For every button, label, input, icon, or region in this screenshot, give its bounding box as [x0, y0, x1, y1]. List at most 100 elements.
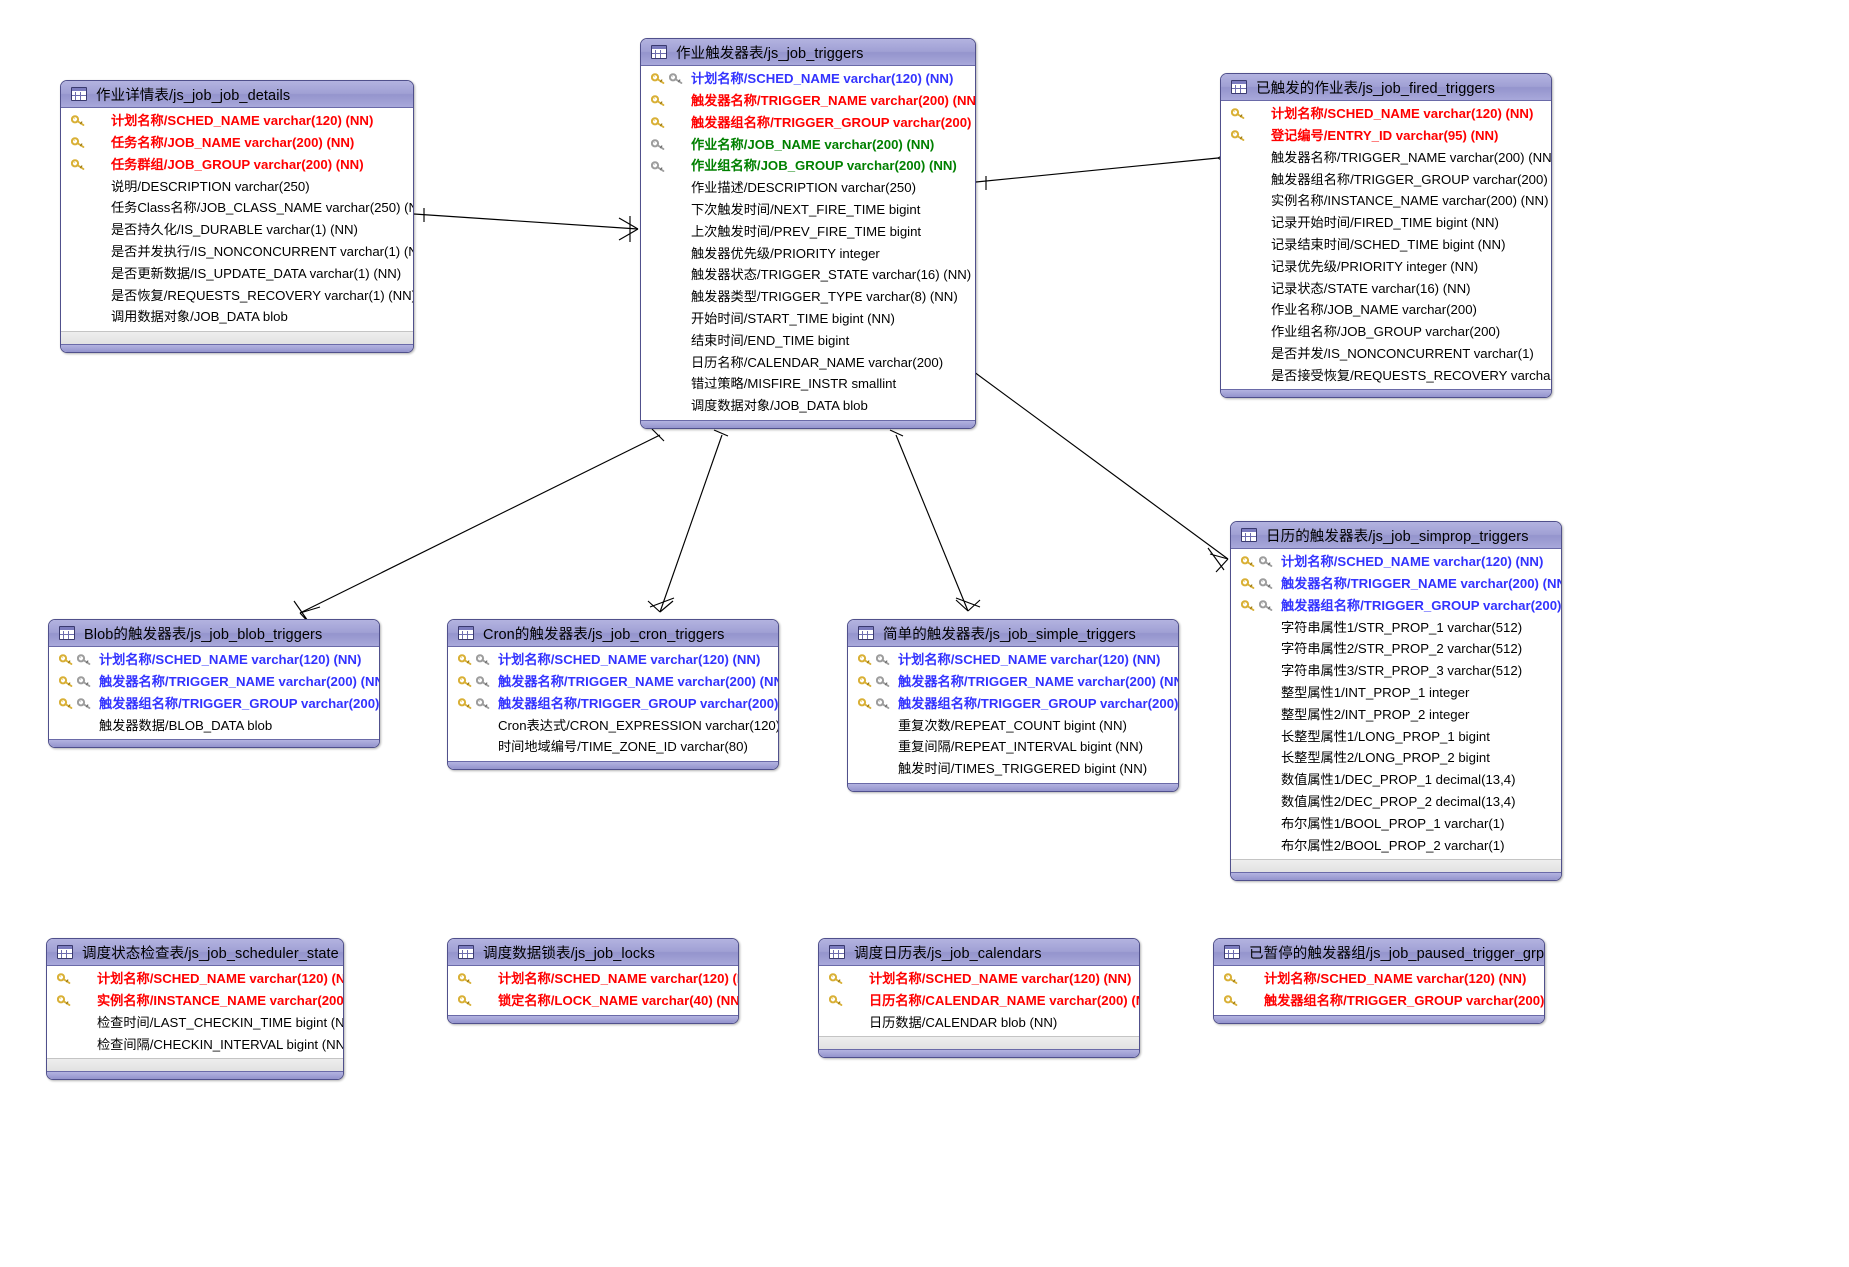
table-row-job_details-1[interactable]: 任务名称/JOB_NAME varchar(200) (NN) — [61, 132, 413, 154]
table-row-blob_triggers-2[interactable]: 触发器组名称/TRIGGER_GROUP varchar(200) (NN) — [49, 693, 379, 715]
table-row-simprop_triggers-11[interactable]: 数值属性2/DEC_PROP_2 decimal(13,4) — [1231, 791, 1561, 813]
table-row-simprop_triggers-4[interactable]: 字符串属性2/STR_PROP_2 varchar(512) — [1231, 638, 1561, 660]
table-row-job_details-5[interactable]: 是否持久化/IS_DURABLE varchar(1) (NN) — [61, 219, 413, 241]
table-row-calendars-1[interactable]: 日历名称/CALENDAR_NAME varchar(200) (NN) — [819, 990, 1139, 1012]
table-row-paused_trigger_grps-0[interactable]: 计划名称/SCHED_NAME varchar(120) (NN) — [1214, 968, 1544, 990]
table-row-fired_triggers-9[interactable]: 作业名称/JOB_NAME varchar(200) — [1221, 299, 1551, 321]
er-table-job_triggers[interactable]: 作业触发器表/js_job_triggers 计划名称/SCHED_NAME v… — [640, 38, 976, 429]
table-row-job_details-2[interactable]: 任务群组/JOB_GROUP varchar(200) (NN) — [61, 154, 413, 176]
table-row-simple_triggers-4[interactable]: 重复间隔/REPEAT_INTERVAL bigint (NN) — [848, 736, 1178, 758]
table-row-job_triggers-15[interactable]: 调度数据对象/JOB_DATA blob — [641, 395, 975, 417]
table-row-job_details-7[interactable]: 是否更新数据/IS_UPDATE_DATA varchar(1) (NN) — [61, 263, 413, 285]
table-row-simprop_triggers-13[interactable]: 布尔属性2/BOOL_PROP_2 varchar(1) — [1231, 834, 1561, 856]
table-row-blob_triggers-3[interactable]: 触发器数据/BLOB_DATA blob — [49, 714, 379, 736]
table-row-job_details-9[interactable]: 调用数据对象/JOB_DATA blob — [61, 306, 413, 328]
table-row-job_triggers-3[interactable]: 作业名称/JOB_NAME varchar(200) (NN) — [641, 133, 975, 155]
table-row-fired_triggers-3[interactable]: 触发器组名称/TRIGGER_GROUP varchar(200) (NN) — [1221, 168, 1551, 190]
er-table-blob_triggers[interactable]: Blob的触发器表/js_job_blob_triggers 计划名称/SCHE… — [48, 619, 380, 749]
table-header-paused_trigger_grps[interactable]: 已暂停的触发器组/js_job_paused_trigger_grps — [1214, 939, 1544, 966]
table-row-simprop_triggers-2[interactable]: 触发器组名称/TRIGGER_GROUP varchar(200) (NN) — [1231, 595, 1561, 617]
table-row-simprop_triggers-1[interactable]: 触发器名称/TRIGGER_NAME varchar(200) (NN) — [1231, 573, 1561, 595]
table-row-simprop_triggers-5[interactable]: 字符串属性3/STR_PROP_3 varchar(512) — [1231, 660, 1561, 682]
table-row-simprop_triggers-0[interactable]: 计划名称/SCHED_NAME varchar(120) (NN) — [1231, 551, 1561, 573]
table-row-fired_triggers-4[interactable]: 实例名称/INSTANCE_NAME varchar(200) (NN) — [1221, 190, 1551, 212]
table-row-cron_triggers-0[interactable]: 计划名称/SCHED_NAME varchar(120) (NN) — [448, 649, 778, 671]
table-row-fired_triggers-12[interactable]: 是否接受恢复/REQUESTS_RECOVERY varchar(1) — [1221, 365, 1551, 387]
table-row-simprop_triggers-7[interactable]: 整型属性2/INT_PROP_2 integer — [1231, 704, 1561, 726]
table-header-cron_triggers[interactable]: Cron的触发器表/js_job_cron_triggers — [448, 620, 778, 647]
table-row-job_triggers-0[interactable]: 计划名称/SCHED_NAME varchar(120) (NN) — [641, 68, 975, 90]
table-header-fired_triggers[interactable]: 已触发的作业表/js_job_fired_triggers — [1221, 74, 1551, 101]
er-table-job_details[interactable]: 作业详情表/js_job_job_details 计划名称/SCHED_NAME… — [60, 80, 414, 353]
table-row-cron_triggers-2[interactable]: 触发器组名称/TRIGGER_GROUP varchar(200) (NN) — [448, 693, 778, 715]
table-row-cron_triggers-1[interactable]: 触发器名称/TRIGGER_NAME varchar(200) (NN) — [448, 671, 778, 693]
table-row-simple_triggers-1[interactable]: 触发器名称/TRIGGER_NAME varchar(200) (NN) — [848, 671, 1178, 693]
table-row-paused_trigger_grps-1[interactable]: 触发器组名称/TRIGGER_GROUP varchar(200) (NN) — [1214, 990, 1544, 1012]
table-row-job_details-3[interactable]: 说明/DESCRIPTION varchar(250) — [61, 175, 413, 197]
table-row-job_details-8[interactable]: 是否恢复/REQUESTS_RECOVERY varchar(1) (NN) — [61, 284, 413, 306]
table-row-scheduler_state-3[interactable]: 检查间隔/CHECKIN_INTERVAL bigint (NN) — [47, 1033, 343, 1055]
table-row-fired_triggers-8[interactable]: 记录状态/STATE varchar(16) (NN) — [1221, 277, 1551, 299]
table-row-simprop_triggers-9[interactable]: 长整型属性2/LONG_PROP_2 bigint — [1231, 747, 1561, 769]
table-header-simprop_triggers[interactable]: 日历的触发器表/js_job_simprop_triggers — [1231, 522, 1561, 549]
table-row-blob_triggers-1[interactable]: 触发器名称/TRIGGER_NAME varchar(200) (NN) — [49, 671, 379, 693]
table-row-simprop_triggers-12[interactable]: 布尔属性1/BOOL_PROP_1 varchar(1) — [1231, 813, 1561, 835]
table-row-simprop_triggers-6[interactable]: 整型属性1/INT_PROP_1 integer — [1231, 682, 1561, 704]
table-header-scheduler_state[interactable]: 调度状态检查表/js_job_scheduler_state — [47, 939, 343, 966]
table-row-job_details-0[interactable]: 计划名称/SCHED_NAME varchar(120) (NN) — [61, 110, 413, 132]
table-row-simple_triggers-2[interactable]: 触发器组名称/TRIGGER_GROUP varchar(200) (NN) — [848, 693, 1178, 715]
table-row-job_triggers-7[interactable]: 上次触发时间/PREV_FIRE_TIME bigint — [641, 221, 975, 243]
table-row-cron_triggers-4[interactable]: 时间地域编号/TIME_ZONE_ID varchar(80) — [448, 736, 778, 758]
table-row-fired_triggers-7[interactable]: 记录优先级/PRIORITY integer (NN) — [1221, 256, 1551, 278]
table-row-job_triggers-9[interactable]: 触发器状态/TRIGGER_STATE varchar(16) (NN) — [641, 264, 975, 286]
table-row-job_triggers-8[interactable]: 触发器优先级/PRIORITY integer — [641, 242, 975, 264]
er-table-scheduler_state[interactable]: 调度状态检查表/js_job_scheduler_state 计划名称/SCHE… — [46, 938, 344, 1081]
table-row-job_triggers-12[interactable]: 结束时间/END_TIME bigint — [641, 330, 975, 352]
table-row-simple_triggers-3[interactable]: 重复次数/REPEAT_COUNT bigint (NN) — [848, 714, 1178, 736]
table-header-locks[interactable]: 调度数据锁表/js_job_locks — [448, 939, 738, 966]
table-row-fired_triggers-11[interactable]: 是否并发/IS_NONCONCURRENT varchar(1) — [1221, 343, 1551, 365]
er-table-locks[interactable]: 调度数据锁表/js_job_locks 计划名称/SCHED_NAME varc… — [447, 938, 739, 1024]
table-header-blob_triggers[interactable]: Blob的触发器表/js_job_blob_triggers — [49, 620, 379, 647]
table-row-job_triggers-4[interactable]: 作业组名称/JOB_GROUP varchar(200) (NN) — [641, 155, 975, 177]
table-row-simprop_triggers-8[interactable]: 长整型属性1/LONG_PROP_1 bigint — [1231, 725, 1561, 747]
table-row-calendars-0[interactable]: 计划名称/SCHED_NAME varchar(120) (NN) — [819, 968, 1139, 990]
table-row-calendars-2[interactable]: 日历数据/CALENDAR blob (NN) — [819, 1012, 1139, 1034]
table-row-fired_triggers-0[interactable]: 计划名称/SCHED_NAME varchar(120) (NN) — [1221, 103, 1551, 125]
table-row-job_triggers-6[interactable]: 下次触发时间/NEXT_FIRE_TIME bigint — [641, 199, 975, 221]
er-table-cron_triggers[interactable]: Cron的触发器表/js_job_cron_triggers 计划名称/SCHE… — [447, 619, 779, 770]
table-row-simprop_triggers-10[interactable]: 数值属性1/DEC_PROP_1 decimal(13,4) — [1231, 769, 1561, 791]
table-row-simple_triggers-5[interactable]: 触发时间/TIMES_TRIGGERED bigint (NN) — [848, 758, 1178, 780]
table-row-job_triggers-2[interactable]: 触发器组名称/TRIGGER_GROUP varchar(200) (NN) — [641, 112, 975, 134]
table-row-fired_triggers-6[interactable]: 记录结束时间/SCHED_TIME bigint (NN) — [1221, 234, 1551, 256]
table-row-simprop_triggers-3[interactable]: 字符串属性1/STR_PROP_1 varchar(512) — [1231, 616, 1561, 638]
table-row-blob_triggers-0[interactable]: 计划名称/SCHED_NAME varchar(120) (NN) — [49, 649, 379, 671]
table-row-scheduler_state-2[interactable]: 检查时间/LAST_CHECKIN_TIME bigint (NN) — [47, 1012, 343, 1034]
table-row-locks-0[interactable]: 计划名称/SCHED_NAME varchar(120) (NN) — [448, 968, 738, 990]
table-row-fired_triggers-1[interactable]: 登记编号/ENTRY_ID varchar(95) (NN) — [1221, 125, 1551, 147]
er-table-calendars[interactable]: 调度日历表/js_job_calendars 计划名称/SCHED_NAME v… — [818, 938, 1140, 1059]
table-header-job_details[interactable]: 作业详情表/js_job_job_details — [61, 81, 413, 108]
table-row-fired_triggers-10[interactable]: 作业组名称/JOB_GROUP varchar(200) — [1221, 321, 1551, 343]
table-row-scheduler_state-1[interactable]: 实例名称/INSTANCE_NAME varchar(200) (NN) — [47, 990, 343, 1012]
table-row-job_triggers-5[interactable]: 作业描述/DESCRIPTION varchar(250) — [641, 177, 975, 199]
table-row-job_details-4[interactable]: 任务Class名称/JOB_CLASS_NAME varchar(250) (N… — [61, 197, 413, 219]
table-row-job_triggers-13[interactable]: 日历名称/CALENDAR_NAME varchar(200) — [641, 351, 975, 373]
er-table-paused_trigger_grps[interactable]: 已暂停的触发器组/js_job_paused_trigger_grps 计划名称… — [1213, 938, 1545, 1024]
table-header-job_triggers[interactable]: 作业触发器表/js_job_triggers — [641, 39, 975, 66]
table-row-job_triggers-10[interactable]: 触发器类型/TRIGGER_TYPE varchar(8) (NN) — [641, 286, 975, 308]
table-header-calendars[interactable]: 调度日历表/js_job_calendars — [819, 939, 1139, 966]
table-row-fired_triggers-2[interactable]: 触发器名称/TRIGGER_NAME varchar(200) (NN) — [1221, 147, 1551, 169]
table-row-scheduler_state-0[interactable]: 计划名称/SCHED_NAME varchar(120) (NN) — [47, 968, 343, 990]
er-table-simple_triggers[interactable]: 简单的触发器表/js_job_simple_triggers 计划名称/SCHE… — [847, 619, 1179, 792]
er-table-fired_triggers[interactable]: 已触发的作业表/js_job_fired_triggers 计划名称/SCHED… — [1220, 73, 1552, 399]
er-table-simprop_triggers[interactable]: 日历的触发器表/js_job_simprop_triggers 计划名称/SCH… — [1230, 521, 1562, 882]
table-row-cron_triggers-3[interactable]: Cron表达式/CRON_EXPRESSION varchar(120) (NN… — [448, 714, 778, 736]
table-row-fired_triggers-5[interactable]: 记录开始时间/FIRED_TIME bigint (NN) — [1221, 212, 1551, 234]
table-row-job_details-6[interactable]: 是否并发执行/IS_NONCONCURRENT varchar(1) (NN) — [61, 241, 413, 263]
table-row-job_triggers-14[interactable]: 错过策略/MISFIRE_INSTR smallint — [641, 373, 975, 395]
table-header-simple_triggers[interactable]: 简单的触发器表/js_job_simple_triggers — [848, 620, 1178, 647]
table-row-job_triggers-11[interactable]: 开始时间/START_TIME bigint (NN) — [641, 308, 975, 330]
table-row-locks-1[interactable]: 锁定名称/LOCK_NAME varchar(40) (NN) — [448, 990, 738, 1012]
table-row-job_triggers-1[interactable]: 触发器名称/TRIGGER_NAME varchar(200) (NN) — [641, 90, 975, 112]
